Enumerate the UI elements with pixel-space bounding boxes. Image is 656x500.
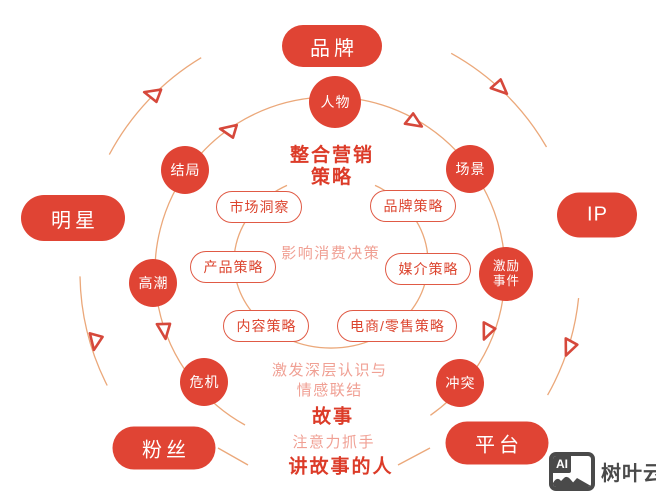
outer-node-brand: 品牌 (282, 25, 382, 67)
center-attention-text: 注意力抓手 (292, 434, 376, 451)
flow-arrow-middle-top-right (403, 112, 424, 128)
watermark-brand-text: 树叶云 (601, 463, 656, 485)
storyteller-left-tick (217, 447, 249, 466)
watermark: AI 树叶云 (549, 452, 656, 491)
deep-text-line1: 激发深层认识与 (271, 362, 388, 379)
ai-image-icon: AI (549, 452, 595, 491)
outer-node-fans: 粉丝 (112, 426, 216, 470)
incentive-line1: 激励 (492, 259, 520, 274)
deep-text-line2: 情感联结 (296, 382, 363, 399)
story-node-scene: 场景 (446, 145, 494, 193)
strategy-pill-ecommerce-retail: 电商/零售策略 (337, 310, 457, 342)
outer-node-star: 明星 (21, 195, 125, 241)
strategy-pill-market-insight: 市场洞察 (216, 191, 302, 223)
center-title-line2: 策略 (310, 167, 354, 188)
strategy-pill-content-strategy: 内容策略 (223, 310, 309, 342)
flow-arrow-outer-bottom-right (564, 337, 579, 357)
center-deep-text: 激发深层认识与 情感联结 (270, 361, 387, 401)
center-title: 整合营销 策略 (288, 145, 374, 189)
incentive-line2: 事件 (492, 274, 520, 288)
story-node-climax: 高潮 (129, 259, 177, 307)
story-node-crisis: 危机 (180, 358, 228, 406)
outer-node-ip: IP (557, 192, 637, 238)
flow-arrow-middle-bottom-right (482, 321, 497, 341)
outer-arc-bottom-left (79, 276, 108, 386)
center-story-text: 故事 (311, 406, 355, 428)
flow-arrow-middle-bottom-left (155, 322, 172, 341)
flow-arrow-outer-top-left (142, 88, 163, 104)
mountain-icon (553, 476, 591, 487)
flow-arrow-middle-top-left (218, 123, 239, 139)
ai-label: AI (553, 456, 571, 473)
inner-ellipse-arc (233, 184, 429, 349)
outer-arc-top-right (450, 52, 548, 148)
outer-arc-top-left (108, 57, 202, 155)
center-storyteller-text: 讲故事的人 (288, 456, 394, 478)
center-influence-text: 影响消费决策 (281, 245, 381, 262)
flow-arrow-outer-bottom-left (88, 332, 104, 352)
story-node-conflict: 冲突 (436, 359, 484, 407)
flow-arrows (88, 78, 579, 357)
story-node-character: 人物 (309, 76, 361, 128)
flow-arrow-outer-top-right (489, 78, 509, 96)
strategy-pill-product-strategy: 产品策略 (190, 251, 276, 283)
outer-node-platform: 平台 (445, 421, 549, 465)
center-title-line1: 整合营销 (289, 145, 375, 166)
ai-image-icon-frame: AI (553, 456, 591, 487)
story-node-incentive-event: 激励 事件 (479, 247, 533, 301)
strategy-pill-brand-strategy: 品牌策略 (370, 190, 456, 222)
storyteller-right-tick (397, 447, 431, 466)
strategy-pill-media-strategy: 媒介策略 (385, 253, 471, 285)
story-node-ending: 结局 (161, 146, 209, 194)
